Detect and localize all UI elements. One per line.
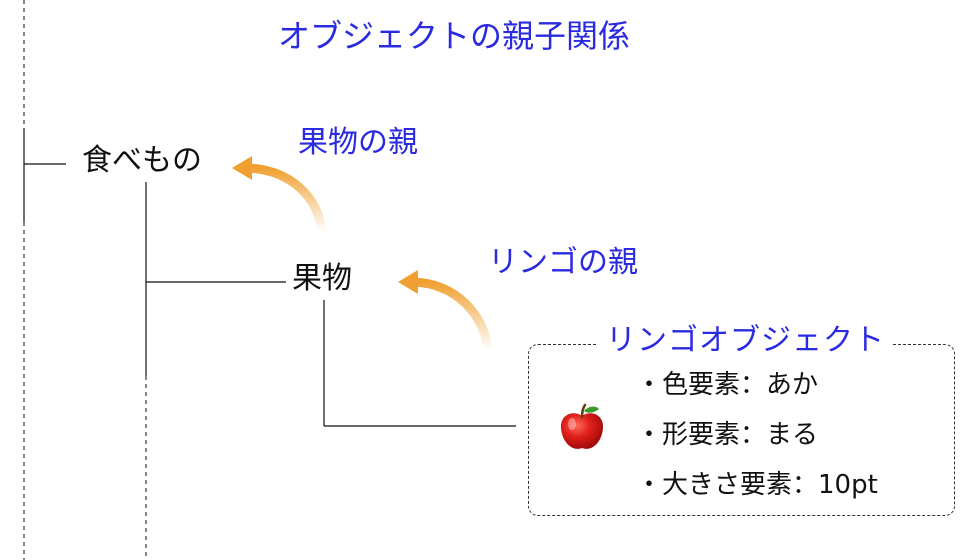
apple-icon [560, 403, 604, 449]
node-food: 食べもの [82, 143, 202, 178]
node-fruit: 果物 [292, 261, 352, 296]
apple-property-shape: ・形要素：まる [636, 420, 819, 450]
diagram-title: オブジェクトの親子関係 [278, 17, 631, 55]
fruit-parent-arrowhead [232, 156, 252, 180]
fruit-parent-arrow [243, 163, 327, 237]
apple-parent-arrow [409, 277, 493, 355]
apple-property-size: ・大きさ要素：10pt [636, 470, 878, 500]
apple-object-title: リンゴオブジェクト [598, 326, 893, 356]
apple-parent-arrowhead [398, 270, 418, 294]
label-apple-parent: リンゴの親 [488, 245, 638, 280]
label-fruit-parent: 果物の親 [298, 125, 418, 160]
apple-property-color: ・色要素：あか [636, 370, 819, 400]
